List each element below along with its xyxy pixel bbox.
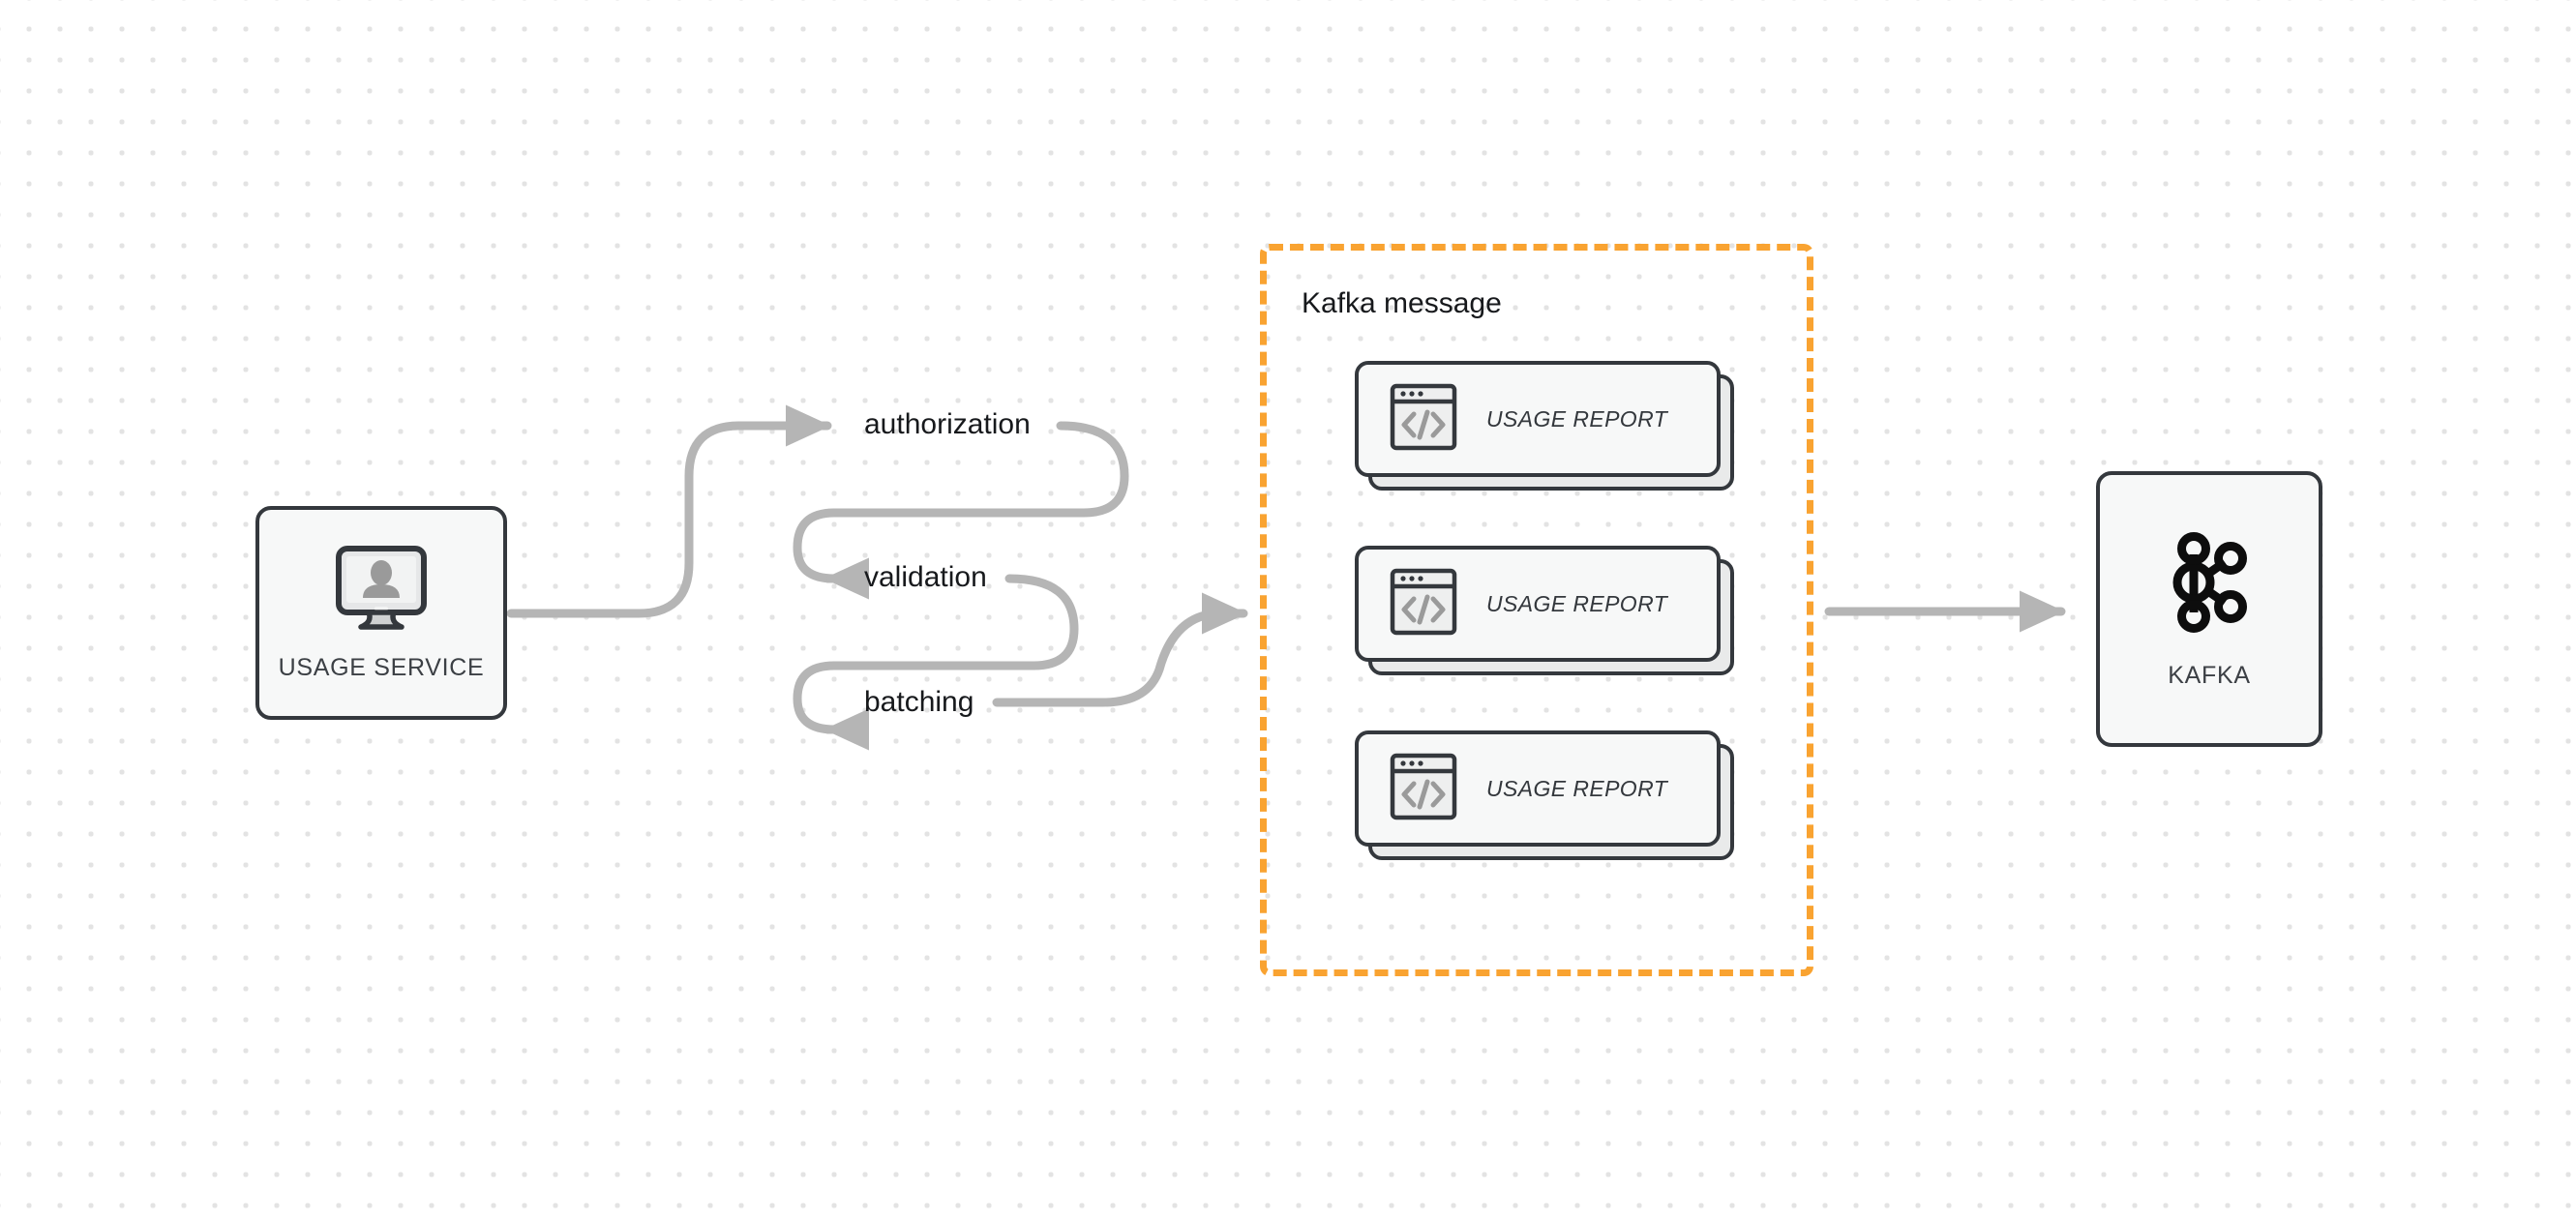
code-window-icon xyxy=(1390,383,1457,456)
code-window-icon xyxy=(1390,568,1457,640)
node-usage-service-label: USAGE SERVICE xyxy=(278,653,485,681)
group-kafka-message-title: Kafka message xyxy=(1302,287,1502,319)
stage-label-batching[interactable]: batching xyxy=(864,686,974,718)
node-kafka[interactable]: KAFKA xyxy=(2096,471,2322,747)
usage-report-card-label: USAGE REPORT xyxy=(1486,590,1668,616)
monitor-user-icon xyxy=(334,545,429,637)
kafka-logo-icon xyxy=(2169,529,2250,640)
usage-report-card[interactable]: USAGE REPORT xyxy=(1355,730,1721,847)
connector-usage-to-authorization xyxy=(506,404,832,618)
code-window-icon xyxy=(1390,753,1457,825)
usage-report-card[interactable]: USAGE REPORT xyxy=(1355,546,1721,662)
stage-label-validation[interactable]: validation xyxy=(864,561,987,593)
usage-report-card-label: USAGE REPORT xyxy=(1486,775,1668,801)
node-kafka-label: KAFKA xyxy=(2168,661,2251,689)
usage-report-card-stack[interactable]: USAGE REPORT xyxy=(1355,361,1734,491)
usage-report-card-stack[interactable]: USAGE REPORT xyxy=(1355,730,1734,860)
usage-report-card-stack[interactable]: USAGE REPORT xyxy=(1355,546,1734,675)
connector-authorization-to-validation xyxy=(793,421,1129,600)
connector-batching-to-kafka-message xyxy=(992,592,1248,707)
usage-report-card[interactable]: USAGE REPORT xyxy=(1355,361,1721,477)
usage-report-card-label: USAGE REPORT xyxy=(1486,405,1668,432)
group-kafka-message[interactable]: Kafka message USAGE REP xyxy=(1260,244,1813,976)
stage-label-authorization[interactable]: authorization xyxy=(864,408,1031,440)
node-usage-service[interactable]: USAGE SERVICE xyxy=(255,506,507,720)
